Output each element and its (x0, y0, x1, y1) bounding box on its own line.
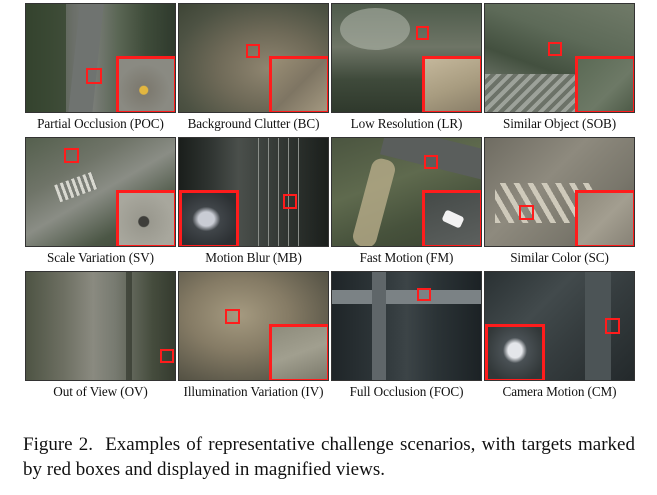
target-box (283, 194, 297, 209)
winding-path (350, 156, 398, 246)
magnified-inset (269, 56, 328, 112)
lane-lines (249, 138, 299, 246)
panel-caption: Camera Motion (CM) (502, 384, 617, 399)
target-box (424, 155, 438, 169)
panel-fast-motion: Fast Motion (FM) (331, 137, 482, 265)
tree-shadow (26, 4, 66, 112)
panel-full-occlusion: Full Occlusion (FOC) (331, 271, 482, 399)
panel-similar-object: Similar Object (SOB) (484, 3, 635, 131)
panel-image (484, 137, 635, 247)
panel-caption: Out of View (OV) (53, 384, 148, 399)
figure-grid: Partial Occlusion (POC) Background Clutt… (25, 3, 635, 399)
panel-image (331, 271, 482, 381)
target-box (548, 42, 562, 56)
target-box (605, 318, 620, 334)
panel-image (484, 271, 635, 381)
panel-image (25, 3, 176, 113)
magnified-inset (485, 324, 545, 380)
building-steps (485, 74, 585, 112)
road-stripe (68, 4, 104, 112)
panel-illumination-variation: Illumination Variation (IV) (178, 271, 329, 399)
panel-partial-occlusion: Partial Occlusion (POC) (25, 3, 176, 131)
figure-caption: Figure 2. Examples of representative cha… (23, 432, 635, 482)
panel-caption: Full Occlusion (FOC) (349, 384, 464, 399)
panel-caption: Similar Object (SOB) (502, 116, 616, 131)
magnified-inset (116, 190, 175, 246)
panel-caption: Background Clutter (BC) (187, 116, 320, 131)
panel-camera-motion: Camera Motion (CM) (484, 271, 635, 399)
panel-image (178, 3, 329, 113)
target-box (417, 288, 431, 301)
panel-image (25, 137, 176, 247)
magnified-inset (269, 324, 328, 380)
magnified-inset (575, 190, 634, 246)
target-box (519, 205, 534, 220)
figure-caption-text: Examples of representative challenge sce… (23, 434, 635, 480)
panel-image (178, 271, 329, 381)
target-box (225, 309, 240, 324)
panel-similar-color: Similar Color (SC) (484, 137, 635, 265)
figure-label: Figure 2. (23, 434, 94, 455)
panel-caption: Motion Blur (MB) (205, 250, 302, 265)
panel-caption: Scale Variation (SV) (47, 250, 154, 265)
panel-background-clutter: Background Clutter (BC) (178, 3, 329, 131)
panel-image (178, 137, 329, 247)
target-box (416, 26, 429, 40)
target-box (64, 148, 79, 163)
stadium-roof (340, 8, 410, 50)
magnified-inset (422, 190, 481, 246)
panel-low-resolution: Low Resolution (LR) (331, 3, 482, 131)
magnified-inset (422, 56, 481, 112)
overpass (332, 290, 481, 304)
target-box (86, 68, 102, 84)
panel-caption: Partial Occlusion (POC) (37, 116, 164, 131)
panel-image (484, 3, 635, 113)
pillar (372, 272, 386, 380)
crosswalk (54, 171, 98, 203)
magnified-inset (116, 56, 175, 112)
panel-image (331, 3, 482, 113)
panel-image (331, 137, 482, 247)
panel-out-of-view: Out of View (OV) (25, 271, 176, 399)
panel-caption: Illumination Variation (IV) (183, 384, 324, 399)
panel-caption: Fast Motion (FM) (359, 250, 454, 265)
panel-image (25, 271, 176, 381)
panel-motion-blur: Motion Blur (MB) (178, 137, 329, 265)
plaza-edge (126, 272, 132, 380)
panel-scale-variation: Scale Variation (SV) (25, 137, 176, 265)
target-box (160, 349, 174, 363)
target-box (246, 44, 260, 58)
panel-caption: Low Resolution (LR) (350, 116, 463, 131)
magnified-inset (179, 190, 239, 246)
panel-caption: Similar Color (SC) (510, 250, 609, 265)
car (441, 209, 465, 229)
magnified-inset (575, 56, 634, 112)
